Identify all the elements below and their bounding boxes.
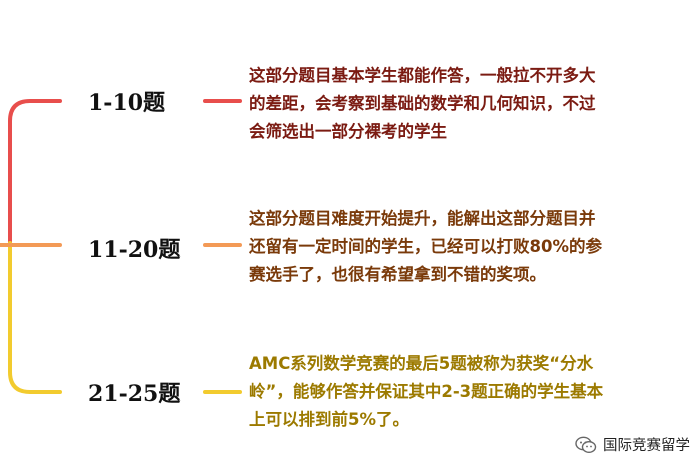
- description-line: AMC系列数学竞赛的最后5题被称为获奖“分水: [249, 354, 594, 373]
- description-11-20: 这部分题目难度开始提升，能解出这部分题目并 还留有一定时间的学生，已经可以打败8…: [249, 205, 679, 289]
- description-1-10: 这部分题目基本学生都能作答，一般拉不开多大 的差距，会考察到基础的数学和几何知识…: [249, 62, 679, 146]
- description-line: 会筛选出一部分裸考的学生: [249, 122, 447, 141]
- description-line: 这部分题目基本学生都能作答，一般拉不开多大: [249, 66, 596, 85]
- description-line: 这部分题目难度开始提升，能解出这部分题目并: [249, 209, 596, 228]
- watermark-text: 国际竞赛留学: [603, 438, 690, 454]
- description-line: 上可以排到前5%了。: [249, 410, 410, 429]
- range-label-1-10: 1-10题: [88, 90, 166, 116]
- description-line: 的差距，会考察到基础的数学和几何知识，不过: [249, 94, 596, 113]
- description-line: 岭”，能够作答并保证其中2-3题正确的学生基本: [249, 382, 604, 401]
- red-branch-line: [8, 99, 62, 245]
- range-label-21-25: 21-25题: [88, 381, 181, 407]
- description-21-25: AMC系列数学竞赛的最后5题被称为获奖“分水 岭”，能够作答并保证其中2-3题正…: [249, 350, 679, 434]
- description-line: 还留有一定时间的学生，已经可以打败80%的参: [249, 237, 602, 256]
- yellow-branch-line: [8, 241, 62, 394]
- range-label-11-20: 11-20题: [88, 237, 181, 263]
- description-line: 赛选手了，也很有希望拿到不错的奖项。: [249, 265, 546, 284]
- wechat-icon: [575, 436, 597, 453]
- watermark: 国际竞赛留学: [575, 434, 690, 455]
